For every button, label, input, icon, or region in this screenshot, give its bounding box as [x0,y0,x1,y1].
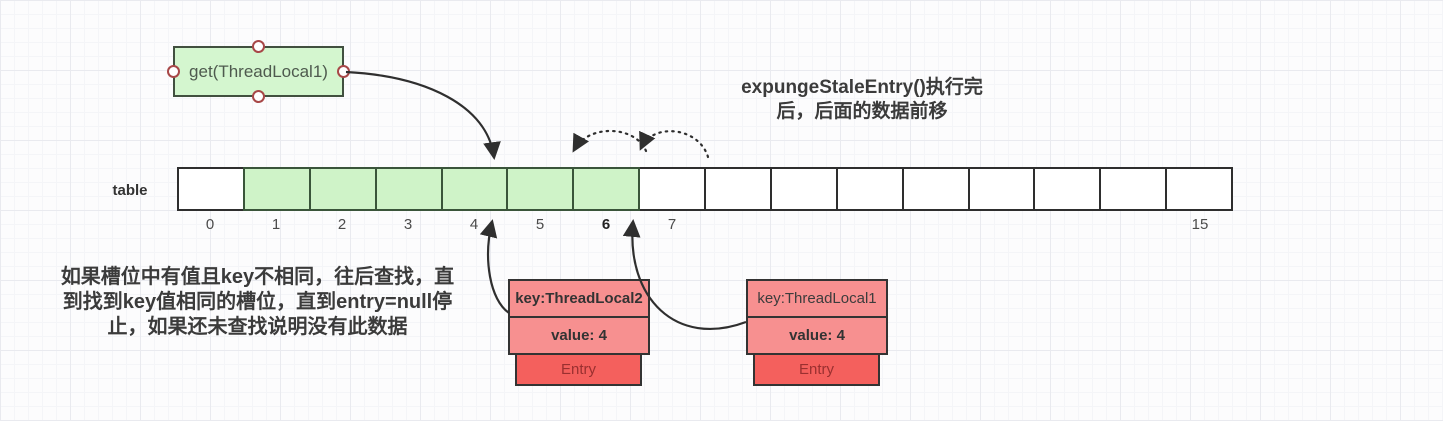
get-box-label: get(ThreadLocal1) [189,61,328,81]
table-label: table [112,182,148,199]
entry-group-threadlocal1[interactable]: key:ThreadLocal1 value: 4 Entry [746,279,888,387]
table-cell-12[interactable] [967,167,1036,211]
table-cell-2[interactable] [308,167,377,211]
cell-index-13 [1035,216,1101,236]
entry-group-threadlocal2[interactable]: key:ThreadLocal2 value: 4 Entry [508,279,650,387]
entry-container-box[interactable]: Entry [515,353,642,386]
table-cell-1[interactable] [242,167,311,211]
connection-handle-top[interactable] [252,40,265,53]
cell-index-2: 2 [337,216,347,233]
note-line-1: 如果槽位中有值且key不相同，往后查找，直 [60,266,455,288]
cell-index-7: 7 [667,216,677,233]
diagram-title: expungeStaleEntry()执行完 后，后面的数据前移 [687,76,1037,124]
cell-index-15: 15 [1191,216,1209,233]
entry-value-box[interactable]: value: 4 [508,316,650,355]
get-threadlocal1-box[interactable]: get(ThreadLocal1) [167,40,350,103]
cell-index-12 [969,216,1035,236]
cell-index-11 [903,216,969,236]
table-cell-13[interactable] [1033,167,1102,211]
cell-index-3: 3 [403,216,413,233]
table-cell-6[interactable] [572,167,641,211]
table-cell-4[interactable] [440,167,509,211]
cell-index-1: 1 [271,216,281,233]
connection-handle-bottom[interactable] [252,90,265,103]
table-cell-9[interactable] [769,167,838,211]
cell-index-9 [771,216,837,236]
title-line-2: 后，后面的数据前移 [776,101,948,122]
note-line-3: 止，如果还未查找说明没有此数据 [107,316,408,338]
note-line-2: 到找到key值相同的槽位，直到entry=null停 [62,291,453,313]
arrow-get-to-slot4[interactable] [345,70,501,160]
table-cell-14[interactable] [1099,167,1168,211]
entry-key-box[interactable]: key:ThreadLocal1 [746,279,888,318]
note-text: 如果槽位中有值且key不相同，往后查找，直 到找到key值相同的槽位，直到ent… [40,265,475,340]
title-line-1: expungeStaleEntry()执行完 [741,77,983,98]
entry-container-box[interactable]: Entry [753,353,880,386]
cell-index-8 [705,216,771,236]
table-cell-0[interactable] [177,167,245,211]
table-cell-11[interactable] [901,167,970,211]
dotted-arc-slot6-to-slot5[interactable] [572,129,648,153]
table-cell-10[interactable] [835,167,904,211]
cell-index-6: 6 [601,216,611,233]
table-indices: 0 1 2 3 4 5 6 7 15 [177,216,1233,236]
table-cell-5[interactable] [506,167,575,211]
cell-index-5: 5 [535,216,545,233]
table-cell-7[interactable] [638,167,706,211]
table-cell-8[interactable] [704,167,772,211]
connection-handle-right[interactable] [337,65,350,78]
table-cell-3[interactable] [374,167,443,211]
dotted-arc-slot7-to-slot6[interactable] [639,130,710,159]
entry-key-box[interactable]: key:ThreadLocal2 [508,279,650,318]
table-cell-15[interactable] [1165,167,1233,211]
hash-table [177,167,1233,211]
cell-index-14 [1101,216,1167,236]
connection-handle-left[interactable] [167,65,180,78]
cell-index-4: 4 [469,216,479,233]
cell-index-10 [837,216,903,236]
cell-index-0: 0 [205,216,215,233]
entry-value-box[interactable]: value: 4 [746,316,888,355]
